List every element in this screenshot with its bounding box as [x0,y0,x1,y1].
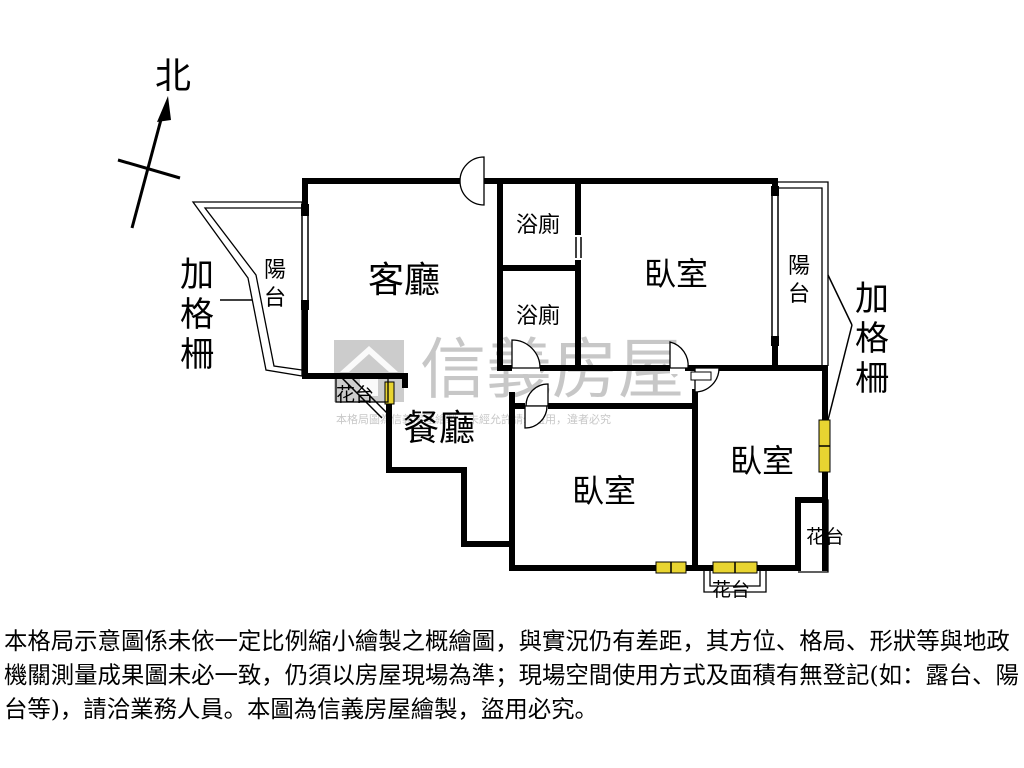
grille-east-label: 加 格 柵 [855,279,900,399]
room-label-bedroom-ne: 臥室 [644,255,708,293]
bath2-door-icon [511,339,541,374]
room-label-bedroom-se: 臥室 [730,442,794,480]
grille-leaders [220,274,853,421]
disclaimer-text: 本格局示意圖係未依一定比例縮小繪製之概繪圖，與實況仍有差距，其方位、格局、形狀等… [4,627,1019,723]
north-label: 北 [155,56,191,97]
room-label-bath2: 浴廁 [516,304,560,329]
east-balcony-railing [778,181,829,366]
planters [335,377,829,593]
balcony-east-label: 陽 台 [788,254,817,307]
sinyi-house-logo-icon [334,340,404,402]
grille-east-char: 格 [855,319,889,359]
grille-west-char: 加 [180,255,214,295]
grille-east-char: 加 [855,279,889,319]
balcony-east-char: 陽 [788,254,810,279]
balcony-west-char: 陽 [264,258,286,283]
doors [459,156,720,429]
bedroom-ne-door-icon [669,341,689,374]
planter-label-south: 花台 [712,579,750,600]
bedroom-center-door-icon [524,383,549,429]
compass: 北 [117,56,191,229]
grille-west-char: 格 [180,295,214,335]
grille-west-label: 加 格 柵 [180,255,225,375]
room-label-dining: 餐廳 [403,408,475,449]
room-label-living: 客廳 [368,260,440,301]
grille-west-char: 柵 [180,335,214,375]
planter-label-dining: 花台 [336,384,374,406]
bedroom-se-door-icon [690,367,720,393]
north-arrow-icon [117,96,181,229]
room-label-bedroom-center: 臥室 [572,472,636,510]
balcony-east-char: 台 [788,282,810,307]
entrance-door-icon [459,156,485,206]
labels: 客廳 餐廳 浴廁 浴廁 臥室 臥室 臥室 陽 台 陽 台 加 格 柵 加 格 柵… [180,213,900,600]
windows [300,186,831,574]
grille-east-char: 柵 [855,359,889,399]
bath-door-icon [572,235,584,260]
room-label-bath1: 浴廁 [516,213,560,238]
planter-label-east: 花台 [806,526,844,548]
balcony-west-label: 陽 台 [264,258,293,311]
floor-plan: 信義房屋 本格局圖為信義房屋繪製，未經允許請勿盜用，違者必究 北 [117,56,900,600]
balcony-west-char: 台 [264,286,286,311]
